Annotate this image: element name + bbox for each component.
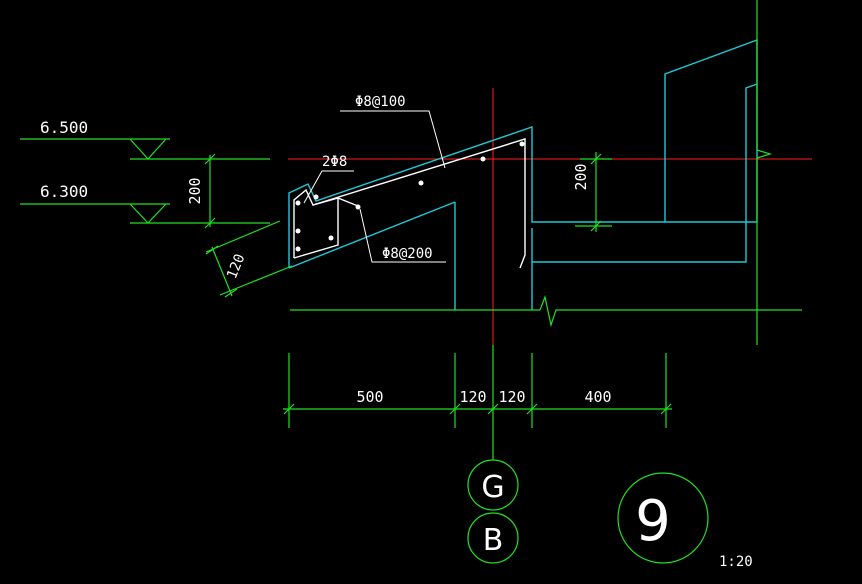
dim-400: 400 bbox=[584, 388, 611, 406]
top-bar-label: Φ8@100 bbox=[355, 94, 406, 110]
reinforcement bbox=[293, 138, 526, 269]
right-height-label: 200 bbox=[572, 163, 590, 190]
level-height-label: 200 bbox=[186, 177, 204, 204]
dim-500: 500 bbox=[356, 388, 383, 406]
level-lower-label: 6.300 bbox=[40, 182, 88, 201]
rebar-dots bbox=[295, 141, 525, 252]
dim-120-left: 120 bbox=[459, 388, 486, 406]
grid-bubble-b: B bbox=[467, 512, 519, 564]
leader-top-bar bbox=[340, 110, 446, 169]
level-height-dimension: 200 bbox=[186, 153, 216, 229]
detail-scale: 1:20 bbox=[719, 554, 753, 570]
dim-120-right: 120 bbox=[498, 388, 525, 406]
bottom-dimension-chain bbox=[283, 345, 672, 460]
level-marker-lower: 6.300 bbox=[20, 182, 270, 224]
corner-bars-label: 2Φ8 bbox=[322, 154, 347, 170]
dist-bar-label: Φ8@200 bbox=[382, 246, 433, 262]
leader-dist-bar bbox=[359, 208, 446, 263]
grid-bubble-g: G bbox=[467, 459, 519, 511]
grid-label-g: G bbox=[481, 470, 504, 505]
break-lines bbox=[290, 0, 802, 345]
grid-label-b: B bbox=[483, 523, 504, 558]
detail-callout: 9 bbox=[617, 472, 709, 564]
leader-corner-bars bbox=[303, 170, 354, 204]
detail-number: 9 bbox=[635, 489, 671, 554]
concrete-outline bbox=[288, 38, 758, 310]
slab-thickness-dimension bbox=[205, 220, 293, 298]
slab-thickness-label: 120 bbox=[224, 252, 248, 281]
right-height-dimension bbox=[575, 152, 612, 232]
level-marker-upper: 6.500 bbox=[20, 118, 270, 160]
level-upper-label: 6.500 bbox=[40, 118, 88, 137]
